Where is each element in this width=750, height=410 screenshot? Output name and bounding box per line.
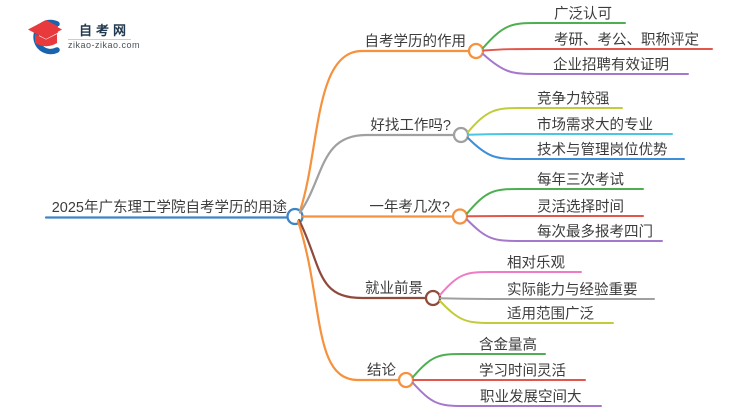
branch-line	[298, 49, 470, 213]
graduation-cap-icon	[28, 20, 64, 39]
leaf-line	[482, 53, 689, 75]
branch-node[interactable]	[467, 42, 485, 60]
leaf-label: 技术与管理岗位优势	[537, 142, 668, 159]
leaf-label: 实际能力与经验重要	[507, 282, 638, 299]
branch-line	[297, 218, 427, 300]
central-topic: 2025年广东理工学院自考学历的用途	[44, 199, 304, 226]
branch-label: 一年考几次?	[369, 199, 450, 216]
leaf-label: 含金量高	[479, 337, 537, 354]
leaf-label: 职业发展空间大	[480, 389, 582, 406]
branch-line	[296, 219, 400, 382]
leaf-label: 广泛认可	[554, 6, 612, 23]
leaf-line	[466, 188, 644, 215]
leaf-label: 每次最多报考四门	[537, 224, 653, 241]
branch-uses: 自考学历的作用 广泛认可 考研、考公、职称评定 企业招聘有效证明	[298, 6, 713, 213]
leaf-label: 灵活选择时间	[537, 199, 624, 216]
leaf-line	[467, 137, 685, 160]
branch-line	[298, 133, 455, 214]
leaf-label: 竞争力较强	[537, 90, 610, 108]
leaf-label: 考研、考公、职称评定	[554, 32, 699, 49]
branch-node[interactable]	[452, 126, 470, 144]
logo-domain-text[interactable]: zikao-zikao.com	[68, 40, 140, 50]
branch-jobs: 好找工作吗? 竞争力较强 市场需求大的专业 技术与管理岗位优势	[298, 90, 685, 214]
leaf-label: 学习时间灵活	[479, 363, 566, 380]
graduation-cap-base	[35, 34, 57, 47]
leaf-line	[412, 382, 602, 407]
branch-frequency: 一年考几次? 每年三次考试 灵活选择时间 每次最多报考四门	[301, 172, 663, 242]
leaf-line	[439, 297, 655, 300]
branch-label: 好找工作吗?	[370, 117, 451, 134]
branch-label: 结论	[367, 362, 396, 379]
leaf-label: 适用范围广泛	[507, 306, 594, 323]
leaf-line	[439, 300, 614, 324]
leaf-line	[439, 271, 582, 296]
leaf-label: 企业招聘有效证明	[553, 56, 669, 74]
leaf-label: 相对乐观	[507, 255, 565, 272]
leaf-line	[412, 353, 546, 378]
leaf-label: 每年三次考试	[537, 172, 624, 189]
cap-tassel-icon	[57, 25, 65, 34]
central-topic-label: 2025年广东理工学院自考学历的用途	[52, 199, 288, 216]
logo-brand-text[interactable]: 自考网	[79, 23, 130, 38]
branch-node[interactable]	[397, 371, 415, 389]
leaf-line	[467, 133, 673, 136]
leaf-line	[466, 218, 663, 242]
branch-label: 自考学历的作用	[365, 33, 467, 50]
leaf-line	[482, 48, 713, 52]
leaf-label: 市场需求大的专业	[537, 117, 653, 134]
branch-conclusion: 结论 含金量高 学习时间灵活 职业发展空间大	[296, 219, 602, 407]
branch-node[interactable]	[424, 289, 442, 307]
site-logo[interactable]: 自考网 zikao-zikao.com	[28, 19, 140, 55]
leaf-line	[482, 22, 626, 49]
branch-label: 就业前景	[365, 280, 423, 297]
branch-prospects: 就业前景 相对乐观 实际能力与经验重要 适用范围广泛	[297, 218, 655, 324]
leaf-line	[467, 107, 623, 133]
branch-node[interactable]	[451, 208, 469, 225]
